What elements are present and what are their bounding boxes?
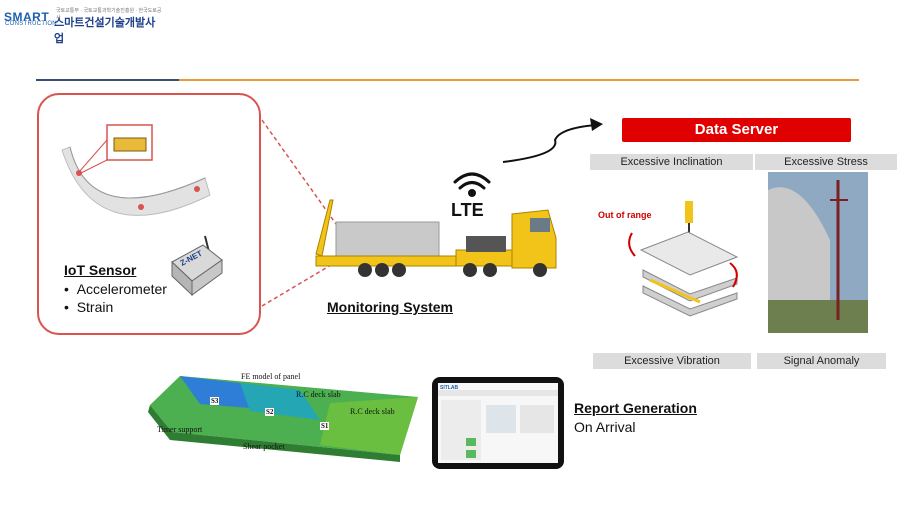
alert-signal-anomaly: Signal Anomaly xyxy=(757,353,886,369)
data-server-banner: Data Server xyxy=(622,118,851,142)
header-rule-orange xyxy=(179,79,859,81)
stress-photo xyxy=(768,172,868,333)
fe-label-shear-pocket: Shear pocket xyxy=(243,442,285,451)
fe-sensor-s2: S2 xyxy=(265,408,275,416)
out-of-range-annotation: Out of range xyxy=(598,210,652,220)
fe-sensor-s1: S1 xyxy=(320,422,330,430)
report-tablet-illustration: SITLAB xyxy=(432,377,564,469)
header-rule-blue xyxy=(36,79,179,81)
iot-sensor-panel xyxy=(37,93,261,335)
sensor-zoom-callout xyxy=(78,124,153,175)
alert-excessive-stress: Excessive Stress xyxy=(755,154,897,170)
connector-line-top xyxy=(261,119,337,225)
fe-label-panel: FE model of panel xyxy=(241,372,301,381)
inclination-illustration xyxy=(628,201,739,317)
uplink-arrow xyxy=(502,124,597,163)
lte-label: LTE xyxy=(451,200,484,220)
brand-logo: SMART CONSTRUCTION 국토교통부 · 국토교통과학기술진흥원 ·… xyxy=(4,8,164,45)
logo-sub-text: 국토교통부 · 국토교통과학기술진흥원 · 한국도로공사 xyxy=(56,8,162,21)
connector-line-bottom xyxy=(261,261,337,307)
sensor-bullet-accelerometer: • Accelerometer xyxy=(64,281,167,297)
iot-device-illustration: Z-NET xyxy=(171,235,223,297)
alert-excessive-inclination: Excessive Inclination xyxy=(590,154,753,170)
alert-excessive-vibration: Excessive Vibration xyxy=(593,353,751,369)
fe-sensor-s3: S3 xyxy=(210,397,220,405)
report-app-name: SITLAB xyxy=(440,385,458,391)
truck-illustration xyxy=(315,199,557,277)
fe-label-deck-slab-2: R.C deck slab xyxy=(350,407,395,416)
iot-sensor-title: IoT Sensor xyxy=(64,262,137,278)
fe-model-illustration xyxy=(148,376,418,462)
fe-label-deck-slab-1: R.C deck slab xyxy=(296,390,341,399)
monitoring-system-title: Monitoring System xyxy=(327,299,454,315)
logo-korean-text: 스마트건설기술개발사업 xyxy=(54,17,156,45)
fe-label-timer-support: Timer support xyxy=(157,425,203,434)
arrow-head xyxy=(590,118,603,131)
curved-segment-illustration xyxy=(61,146,211,216)
wifi-icon xyxy=(453,172,491,197)
report-generation-subtitle: On Arrival xyxy=(574,419,636,435)
sensor-bullet-strain: • Strain xyxy=(64,299,114,315)
logo-smart-text: SMART xyxy=(4,10,50,24)
report-generation-title: Report Generation xyxy=(574,400,697,416)
logo-construction-text: CONSTRUCTION xyxy=(5,21,57,27)
